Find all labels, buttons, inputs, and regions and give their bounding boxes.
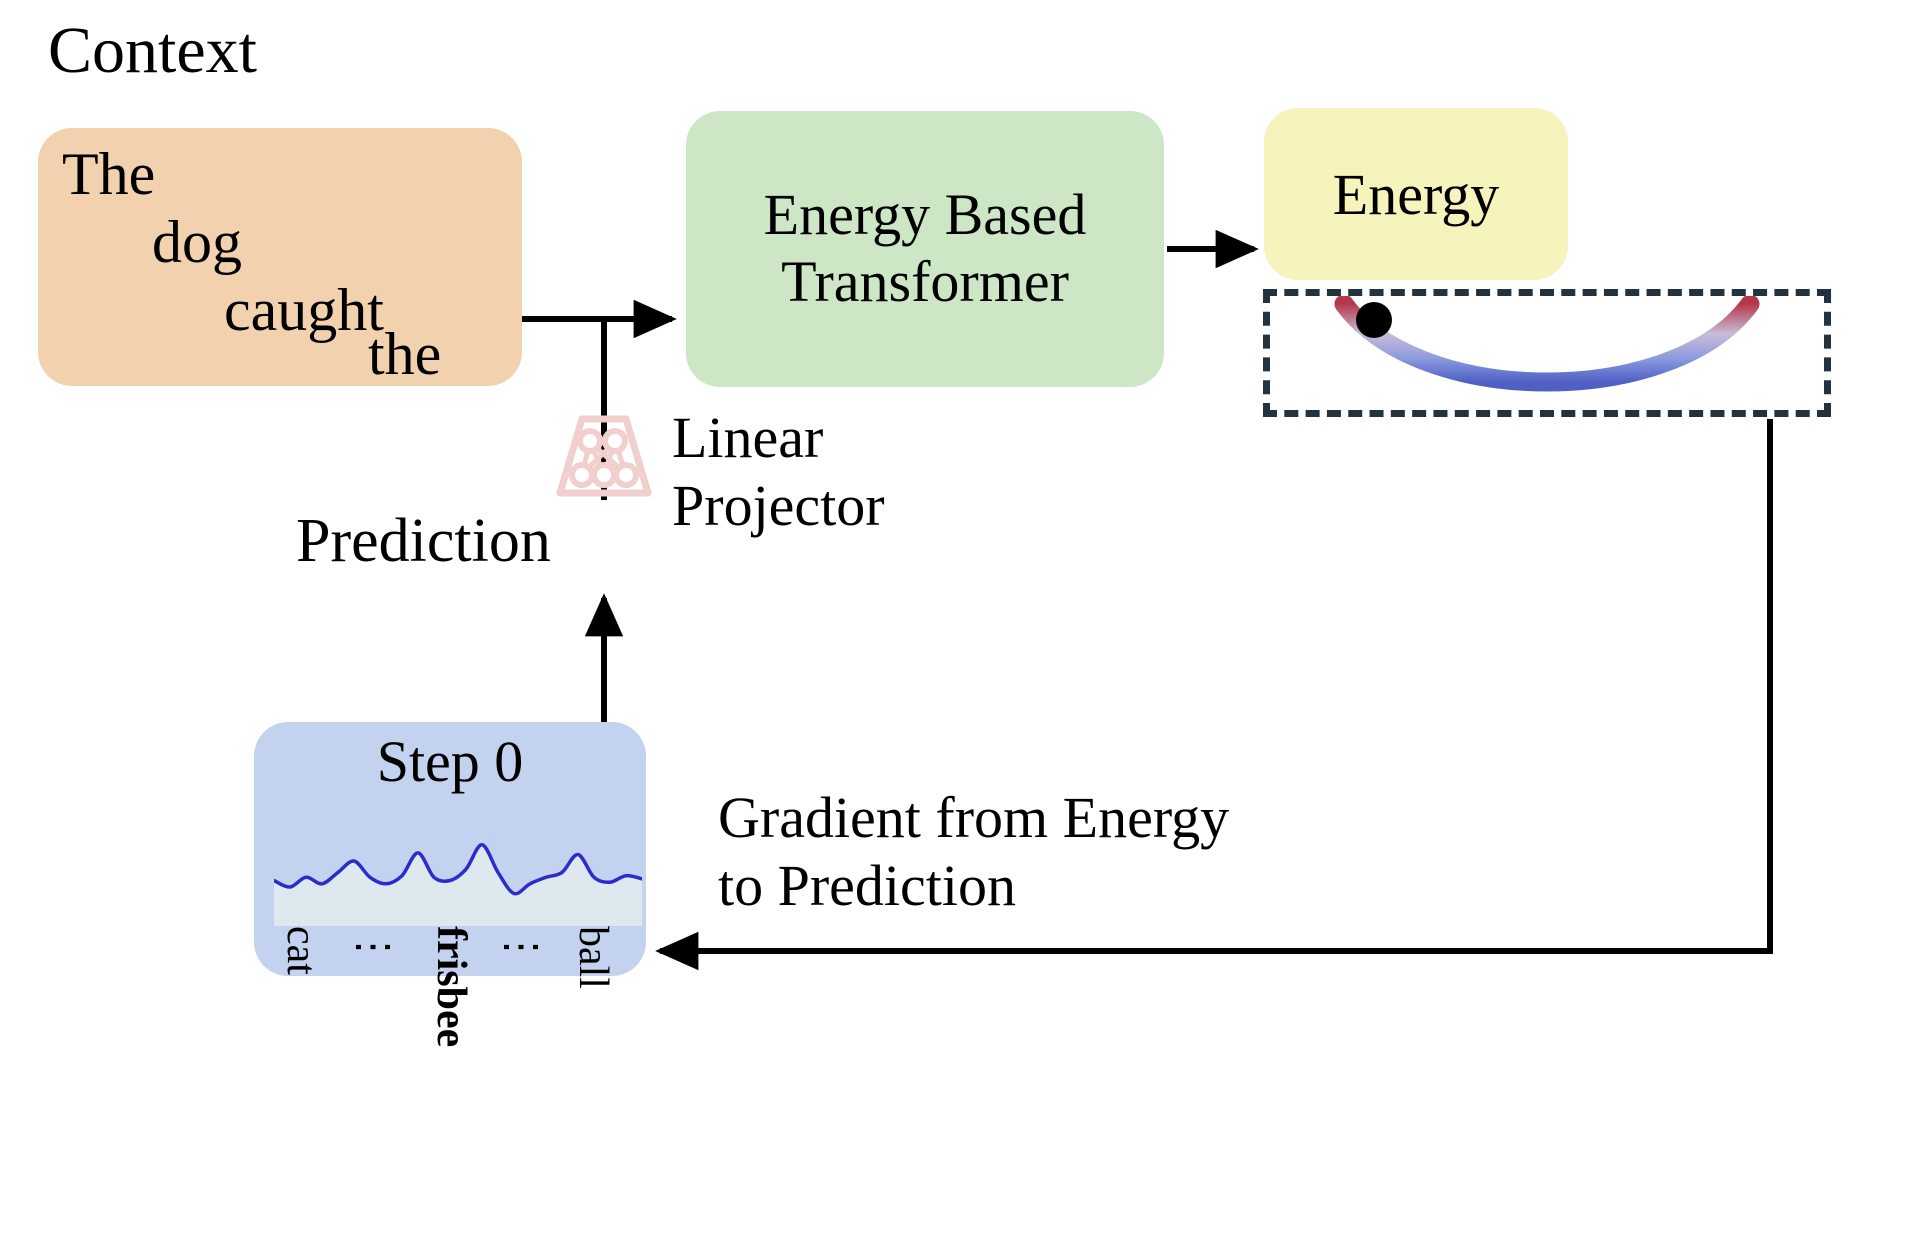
context-label: Context bbox=[48, 14, 257, 87]
prediction-box: Step 0 cat ⋮ frisbee ⋮ ball bbox=[254, 722, 646, 1047]
context-box: The dog caught the bbox=[38, 128, 522, 386]
prediction-label: Prediction bbox=[296, 507, 551, 575]
energy-based-transformer-label: Energy Based Transformer bbox=[763, 182, 1087, 314]
energy-based-transformer-box: Energy Based Transformer bbox=[686, 111, 1164, 387]
linear-projector-icon bbox=[556, 414, 652, 498]
token-label-ellipsis-2: ⋮ bbox=[498, 926, 544, 968]
energy-label: Energy bbox=[1332, 161, 1500, 227]
context-word-2: caught bbox=[224, 277, 384, 343]
token-label-frisbee: frisbee bbox=[428, 926, 474, 1048]
context-word-3: the bbox=[368, 321, 442, 387]
token-label-ball: ball bbox=[570, 926, 616, 989]
context-word-1: dog bbox=[152, 209, 242, 275]
context-word-0: The bbox=[62, 141, 156, 207]
energy-landscape-curve bbox=[1334, 296, 1760, 392]
energy-box: Energy bbox=[1264, 108, 1568, 280]
token-label-cat: cat bbox=[278, 926, 324, 975]
step-label: Step 0 bbox=[376, 729, 524, 794]
gradient-feedback-caption: Gradient from Energy to Prediction bbox=[718, 785, 1230, 919]
energy-ball-marker bbox=[1356, 302, 1392, 338]
token-label-row: cat ⋮ frisbee ⋮ ball bbox=[254, 926, 646, 1047]
prediction-distribution-chart bbox=[274, 843, 642, 926]
linear-projector-label: Linear Projector bbox=[672, 405, 885, 539]
token-label-ellipsis-1: ⋮ bbox=[350, 926, 396, 968]
energy-landscape-panel bbox=[1263, 289, 1831, 417]
